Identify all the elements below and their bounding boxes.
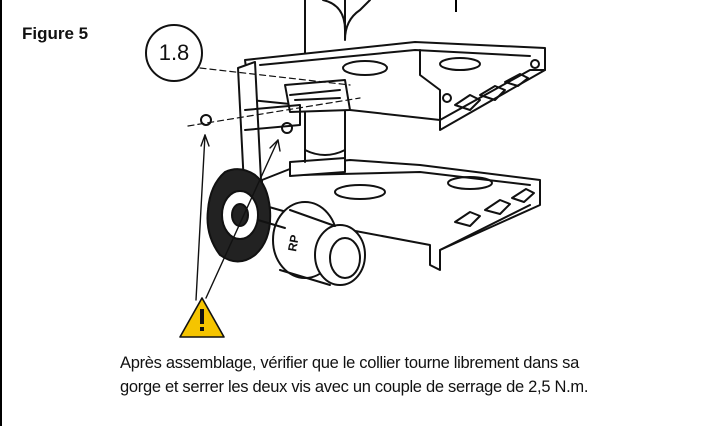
caption-text: Après assemblage, vérifier que le collie… (120, 351, 680, 399)
caption-line-1: Après assemblage, vérifier que le collie… (120, 354, 579, 372)
figure-label: Figure 5 (22, 24, 89, 43)
screw-right (281, 122, 293, 134)
warning-triangle-icon (179, 297, 225, 338)
frame-left-rule (0, 0, 2, 426)
callout-bubble: 1.8 (145, 24, 203, 82)
screw-left (200, 114, 212, 126)
upper-bracket (244, 41, 546, 131)
valve-marking: RP (285, 234, 302, 253)
caption-line-2: gorge et serrer les deux vis avec un cou… (120, 378, 589, 396)
frame-top-tick (455, 0, 457, 12)
